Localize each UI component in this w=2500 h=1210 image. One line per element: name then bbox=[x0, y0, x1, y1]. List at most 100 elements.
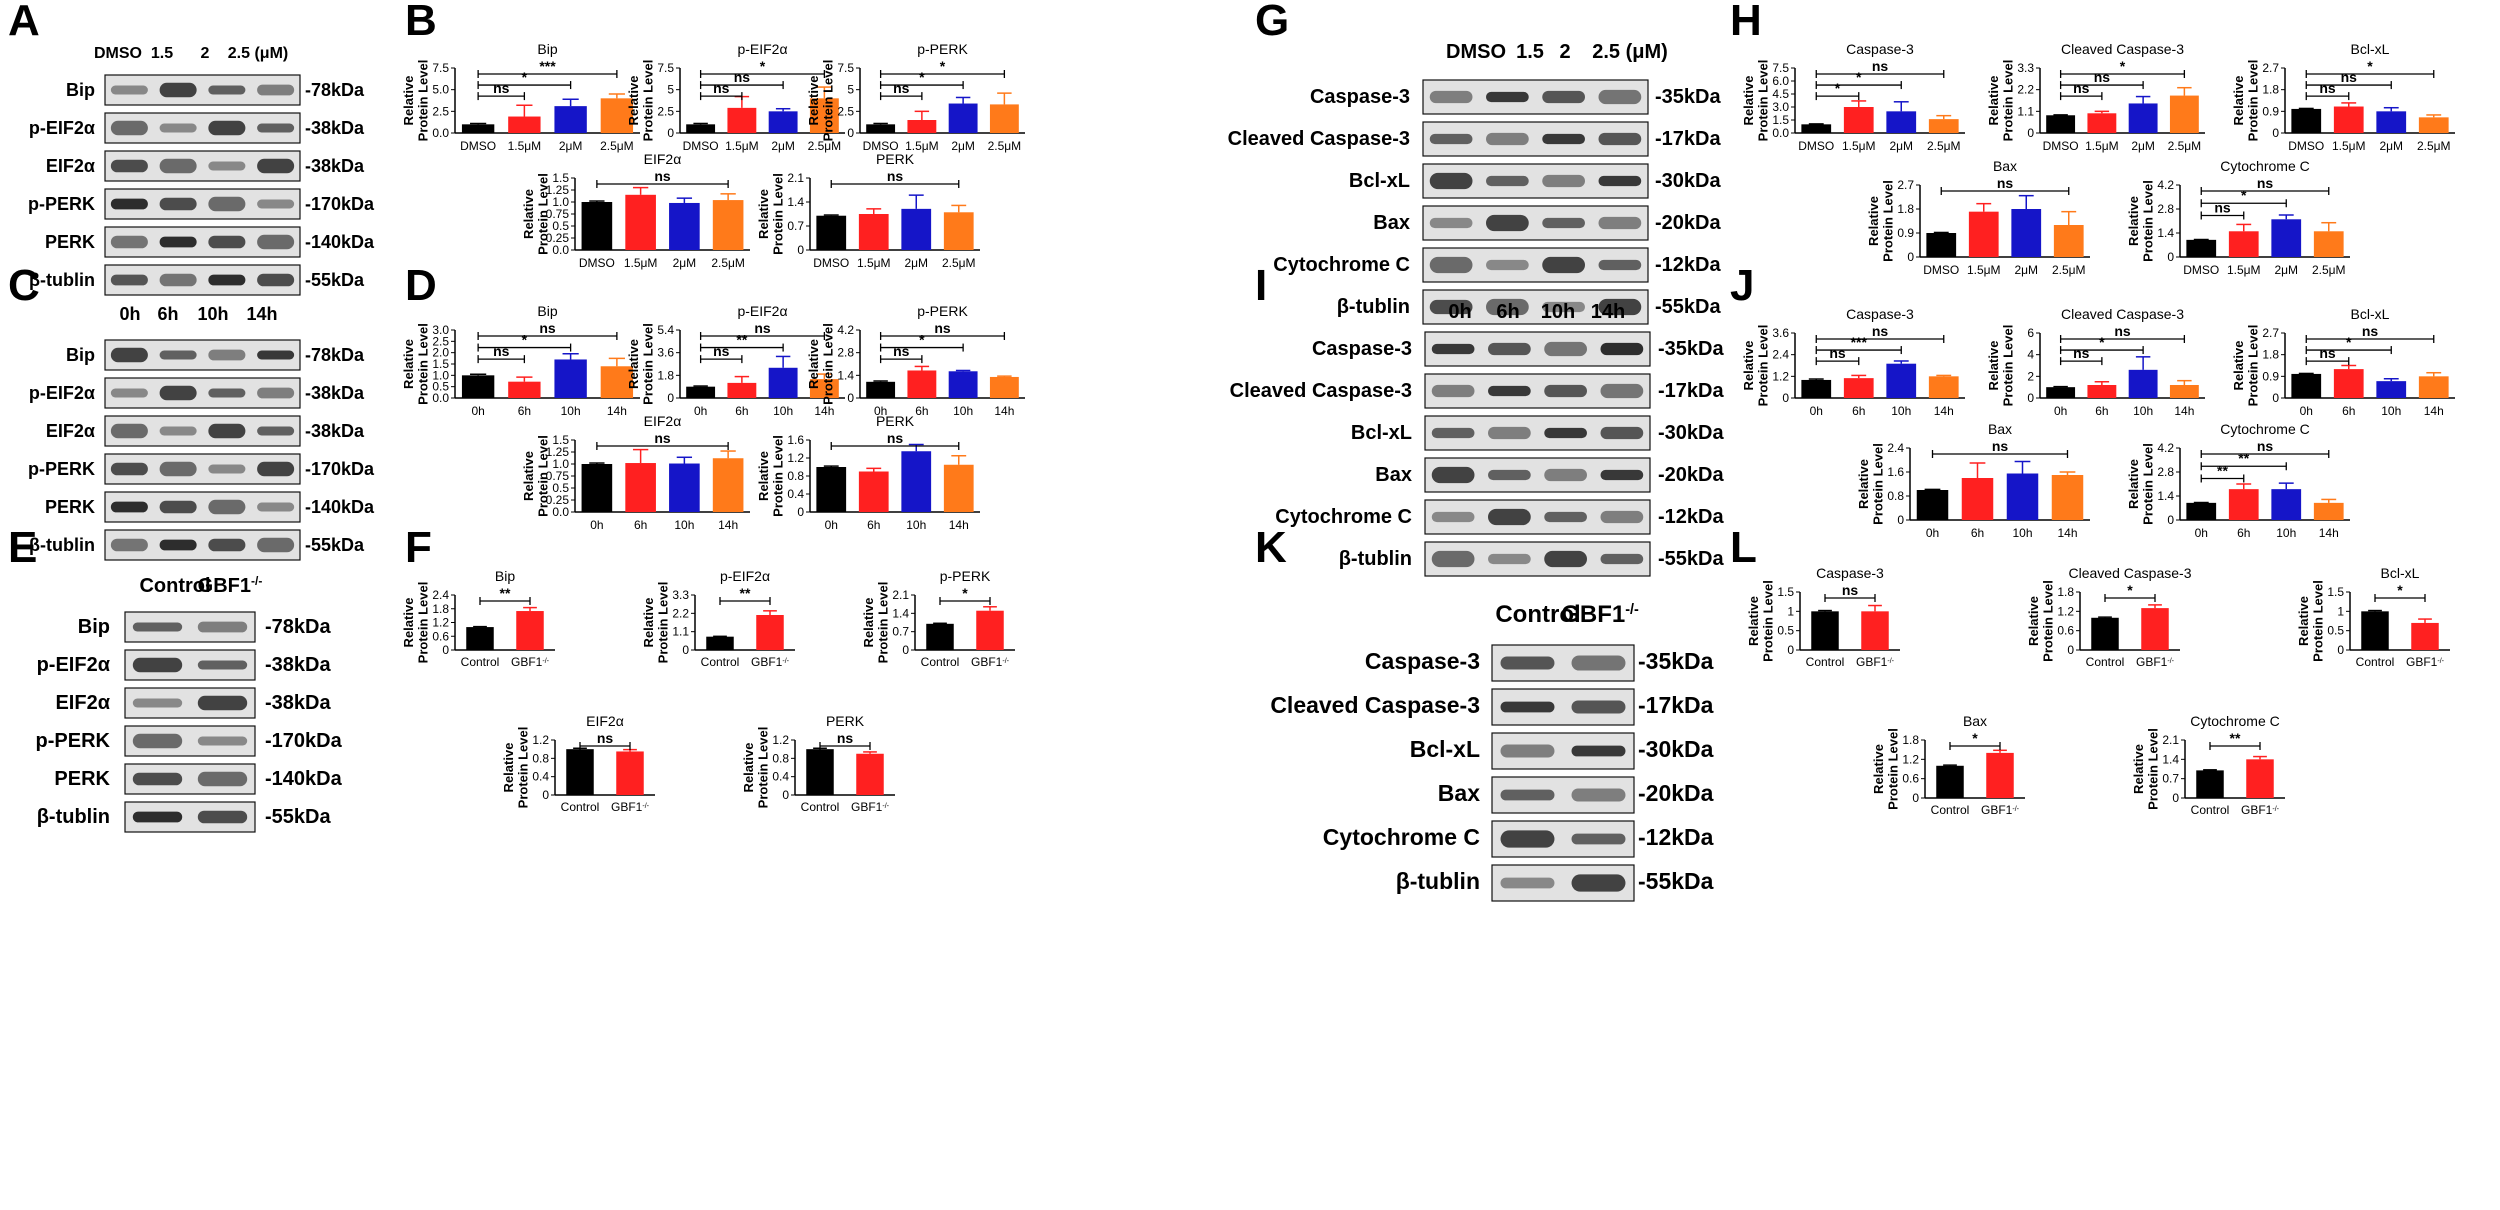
y-tick-label: 0.5 bbox=[432, 380, 449, 394]
x-tick-label: 14h bbox=[718, 518, 738, 532]
blot-band bbox=[1544, 511, 1587, 523]
chart-ylabel: RelativeProtein Level bbox=[2296, 580, 2325, 662]
x-tick-label: 10h bbox=[906, 518, 926, 532]
chart-title: Caspase-3 bbox=[1816, 565, 1884, 581]
blot-label-C-0: Bip bbox=[66, 345, 95, 365]
sig-label: * bbox=[2120, 58, 2126, 74]
blot-kda-K-3: -20kDa bbox=[1638, 780, 1714, 806]
bar bbox=[2046, 387, 2076, 398]
x-tick-label: 10h bbox=[561, 404, 581, 418]
sig-label: ns bbox=[654, 168, 671, 184]
bar bbox=[943, 464, 974, 512]
x-tick-label: 0h bbox=[590, 518, 603, 532]
blot-band bbox=[257, 537, 295, 553]
blot-band bbox=[1431, 466, 1475, 484]
blot-label-A-4: PERK bbox=[45, 232, 95, 252]
y-tick-label: 2.5 bbox=[432, 334, 449, 348]
x-tick-label: DMSO bbox=[1798, 139, 1834, 153]
blot-band bbox=[159, 82, 197, 98]
sig-label: ns bbox=[1992, 438, 2009, 454]
x-tick-label: 1.5μM bbox=[725, 139, 759, 153]
y-tick-label: 3.0 bbox=[432, 323, 449, 337]
bar bbox=[816, 215, 847, 250]
blot-band bbox=[110, 388, 148, 398]
bar bbox=[2051, 475, 2084, 520]
bar bbox=[2169, 385, 2199, 398]
blot-kda-I-5: -55kDa bbox=[1658, 548, 1724, 570]
blot-kda-A-2: -38kDa bbox=[305, 156, 365, 176]
blot-kda-E-3: -170kDa bbox=[265, 730, 343, 752]
bar bbox=[581, 464, 613, 512]
blot-band bbox=[208, 235, 246, 249]
bar bbox=[616, 751, 644, 795]
blot-label-K-2: Bcl-xL bbox=[1410, 736, 1480, 762]
y-tick-label: 0 bbox=[2172, 791, 2179, 805]
blot-band bbox=[132, 698, 183, 708]
blot-label-I-5: β-tublin bbox=[1339, 548, 1412, 570]
blot-band bbox=[1488, 426, 1531, 440]
bar bbox=[1801, 124, 1832, 133]
chart-title: p-PERK bbox=[917, 41, 968, 57]
chart-title: PERK bbox=[876, 151, 915, 167]
blot-band bbox=[1544, 468, 1587, 482]
bar bbox=[686, 124, 716, 133]
sig-label: * bbox=[962, 585, 968, 601]
sig-label: * bbox=[760, 58, 766, 74]
chart-ylabel: RelativeProtein Level bbox=[806, 323, 835, 405]
bar bbox=[2271, 219, 2302, 257]
x-tick-label: 1.5μM bbox=[2332, 139, 2366, 153]
blot-label-E-4: PERK bbox=[54, 768, 110, 790]
x-tick-label: 6h bbox=[2095, 404, 2108, 418]
y-tick-label: 0 bbox=[2337, 643, 2344, 657]
chart-ylabel: RelativeProtein Level bbox=[2231, 325, 2260, 407]
x-tick-label: 1.5μM bbox=[1842, 139, 1876, 153]
blot-band bbox=[257, 502, 295, 512]
blot-band bbox=[1571, 874, 1626, 892]
y-tick-label: 0 bbox=[542, 788, 549, 802]
blot-label-C-1: p-EIF2α bbox=[29, 383, 95, 403]
chart-title: Cytochrome C bbox=[2220, 421, 2309, 437]
bar bbox=[600, 366, 634, 398]
blot-band bbox=[159, 350, 197, 360]
x-tick-label: Control bbox=[561, 800, 600, 814]
blot-band bbox=[1431, 427, 1475, 439]
blot-band bbox=[1431, 550, 1475, 568]
blot-band bbox=[197, 771, 248, 787]
y-tick-label: 1.8 bbox=[2262, 83, 2279, 97]
y-tick-label: 2.8 bbox=[2157, 465, 2174, 479]
y-tick-label: 2.5 bbox=[657, 104, 674, 118]
blot-band bbox=[1600, 383, 1644, 399]
bar bbox=[989, 376, 1019, 398]
sig-label: ns bbox=[1997, 175, 2014, 191]
y-tick-label: 5 bbox=[847, 83, 854, 97]
blot-band bbox=[132, 622, 183, 632]
x-tick-label: 14h bbox=[1934, 404, 1954, 418]
chart-title: Caspase-3 bbox=[1846, 41, 1914, 57]
y-tick-label: 0 bbox=[2167, 513, 2174, 527]
blot-panel-E: ControlGBF1-/-Bip-78kDap-EIF2α-38kDaEIF2… bbox=[36, 574, 343, 833]
y-tick-label: 0 bbox=[1912, 791, 1919, 805]
x-tick-label: Control bbox=[921, 655, 960, 669]
y-tick-label: 2.4 bbox=[1772, 348, 1789, 362]
bar bbox=[2361, 611, 2389, 650]
chart-ylabel: RelativeProtein Level bbox=[626, 60, 655, 142]
x-tick-label: 2μM bbox=[2014, 263, 2038, 277]
sig-label: * bbox=[919, 69, 925, 85]
sig-label: ** bbox=[740, 585, 751, 601]
sig-label: ns bbox=[887, 168, 904, 184]
bar bbox=[809, 98, 839, 133]
y-tick-label: 2.5 bbox=[432, 104, 449, 118]
bar bbox=[1886, 363, 1917, 398]
y-tick-label: 0.8 bbox=[787, 469, 804, 483]
y-tick-label: 7.5 bbox=[1772, 61, 1789, 75]
y-tick-label: 2.8 bbox=[2157, 202, 2174, 216]
blot-band bbox=[1598, 132, 1642, 146]
y-tick-label: 0.4 bbox=[787, 487, 804, 501]
x-tick-label: 10h bbox=[1891, 404, 1911, 418]
x-tick-label: DMSO bbox=[1923, 263, 1959, 277]
